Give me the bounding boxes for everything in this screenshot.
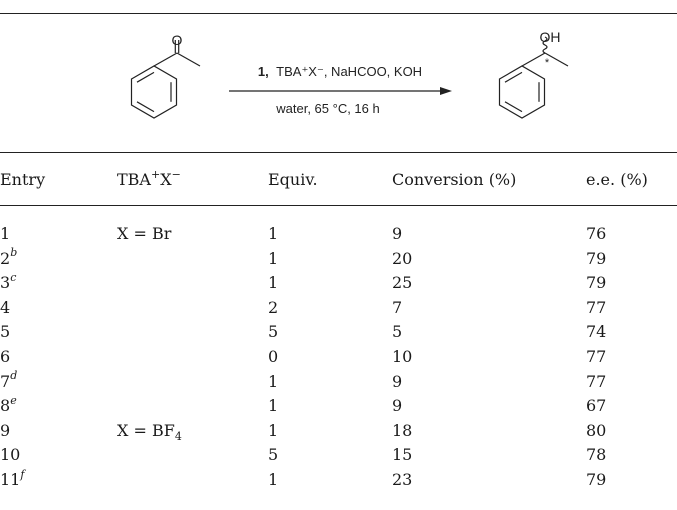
cell-equiv: 1 <box>268 273 279 293</box>
header-tba-base: TBA <box>117 170 151 189</box>
entry-number: 9 <box>0 420 11 440</box>
entry-number: 6 <box>0 347 11 366</box>
entry-footnote: d <box>10 369 18 383</box>
cell-entry: 4 <box>0 298 10 317</box>
header-tba-anion: X <box>160 170 172 189</box>
product-hydroxyl-label: OH <box>540 29 561 45</box>
entry-number: 3 <box>0 273 11 293</box>
cell-ee: 77 <box>586 347 607 366</box>
entry-number: 5 <box>0 322 11 342</box>
cell-conversion: 7 <box>392 297 403 317</box>
reactant-acetophenone-structure <box>130 40 201 119</box>
entry-number: 2 <box>0 248 11 268</box>
cell-anion: X = BF4 <box>117 420 182 443</box>
product-phenylethanol-structure <box>498 36 569 119</box>
cell-ee: 77 <box>586 297 607 317</box>
cell-conversion: 9 <box>392 371 403 391</box>
table-top-rule <box>0 13 677 14</box>
cell-conversion: 20 <box>392 248 413 268</box>
cell-conversion: 10 <box>392 347 413 366</box>
cell-ee: 78 <box>586 445 607 465</box>
entry-number: 4 <box>0 297 11 317</box>
cell-equiv: 1 <box>268 420 279 440</box>
entry-number: 7 <box>0 371 11 391</box>
reaction-reagents: 1, TBA⁺X⁻, NaHCOO, KOH <box>258 64 422 79</box>
cell-ee: 67 <box>586 396 607 416</box>
cell-conversion: 15 <box>392 445 413 465</box>
stereocenter-mark: * <box>545 57 550 69</box>
cell-equiv: 1 <box>268 371 279 391</box>
cell-conversion: 25 <box>392 273 413 293</box>
entry-number: 1 <box>0 224 11 243</box>
header-equiv: Equiv. <box>268 170 318 189</box>
cell-conversion: 5 <box>392 322 403 342</box>
reagent-catalyst-label: 1, <box>258 64 269 79</box>
header-tba-anion-charge: − <box>171 167 181 181</box>
cell-conversion: 9 <box>392 224 403 243</box>
anion-subscript: 4 <box>174 429 182 443</box>
cell-equiv: 1 <box>268 396 279 416</box>
cell-entry: 3c <box>0 270 17 293</box>
cell-conversion: 18 <box>392 420 413 440</box>
entry-footnote: c <box>10 270 17 284</box>
header-bottom-rule <box>0 205 677 206</box>
entry-footnote: e <box>10 393 17 407</box>
cell-entry: 8e <box>0 393 17 416</box>
cell-equiv: 1 <box>268 224 279 243</box>
cell-ee: 80 <box>586 420 607 440</box>
entry-number: 8 <box>0 396 11 416</box>
cell-equiv: 0 <box>268 347 279 366</box>
entry-footnote: f <box>20 467 25 481</box>
cell-ee: 76 <box>586 224 607 243</box>
cell-ee: 79 <box>586 470 607 489</box>
reaction-arrow-head <box>440 87 452 95</box>
cell-equiv: 1 <box>268 470 279 489</box>
reaction-conditions: water, 65 °C, 16 h <box>275 101 379 116</box>
header-tba-salt: TBA+X− <box>117 167 181 189</box>
cell-anion: X = Br <box>117 224 171 243</box>
header-tba-charge: + <box>150 167 161 181</box>
cell-ee: 79 <box>586 248 607 268</box>
cell-conversion: 23 <box>392 470 413 489</box>
header-entry: Entry <box>0 170 46 189</box>
cell-ee: 77 <box>586 371 607 391</box>
cell-entry: 2b <box>0 246 18 268</box>
cell-entry: 9 <box>0 421 10 440</box>
reagent-list: TBA⁺X⁻, NaHCOO, KOH <box>276 64 422 79</box>
cell-ee: 74 <box>586 322 607 342</box>
cell-equiv: 1 <box>268 248 279 268</box>
anion-label: X = BF <box>117 420 175 440</box>
header-top-rule <box>0 152 677 153</box>
anion-label: X = Br <box>117 224 172 243</box>
cell-ee: 79 <box>586 273 607 293</box>
cell-entry: 1 <box>0 224 10 243</box>
cell-entry: 10 <box>0 445 20 464</box>
cell-equiv: 5 <box>268 445 279 465</box>
entry-number: 10 <box>0 445 21 465</box>
cell-equiv: 5 <box>268 322 279 342</box>
cell-entry: 5 <box>0 322 10 341</box>
cell-conversion: 9 <box>392 396 403 416</box>
reactant-oxygen-label: O <box>172 32 183 48</box>
cell-entry: 6 <box>0 347 10 366</box>
entry-number: 11 <box>0 470 21 489</box>
wavy-bond <box>542 36 548 54</box>
cell-entry: 11f <box>0 467 25 489</box>
header-conversion: Conversion (%) <box>392 170 517 189</box>
reaction-scheme: O 1, TBA⁺X⁻, NaHCOO, KOH water, 65 °C, 1… <box>130 29 569 119</box>
cell-equiv: 2 <box>268 297 279 317</box>
header-ee: e.e. (%) <box>586 170 648 189</box>
entry-footnote: b <box>10 246 18 260</box>
cell-entry: 7d <box>0 369 18 391</box>
